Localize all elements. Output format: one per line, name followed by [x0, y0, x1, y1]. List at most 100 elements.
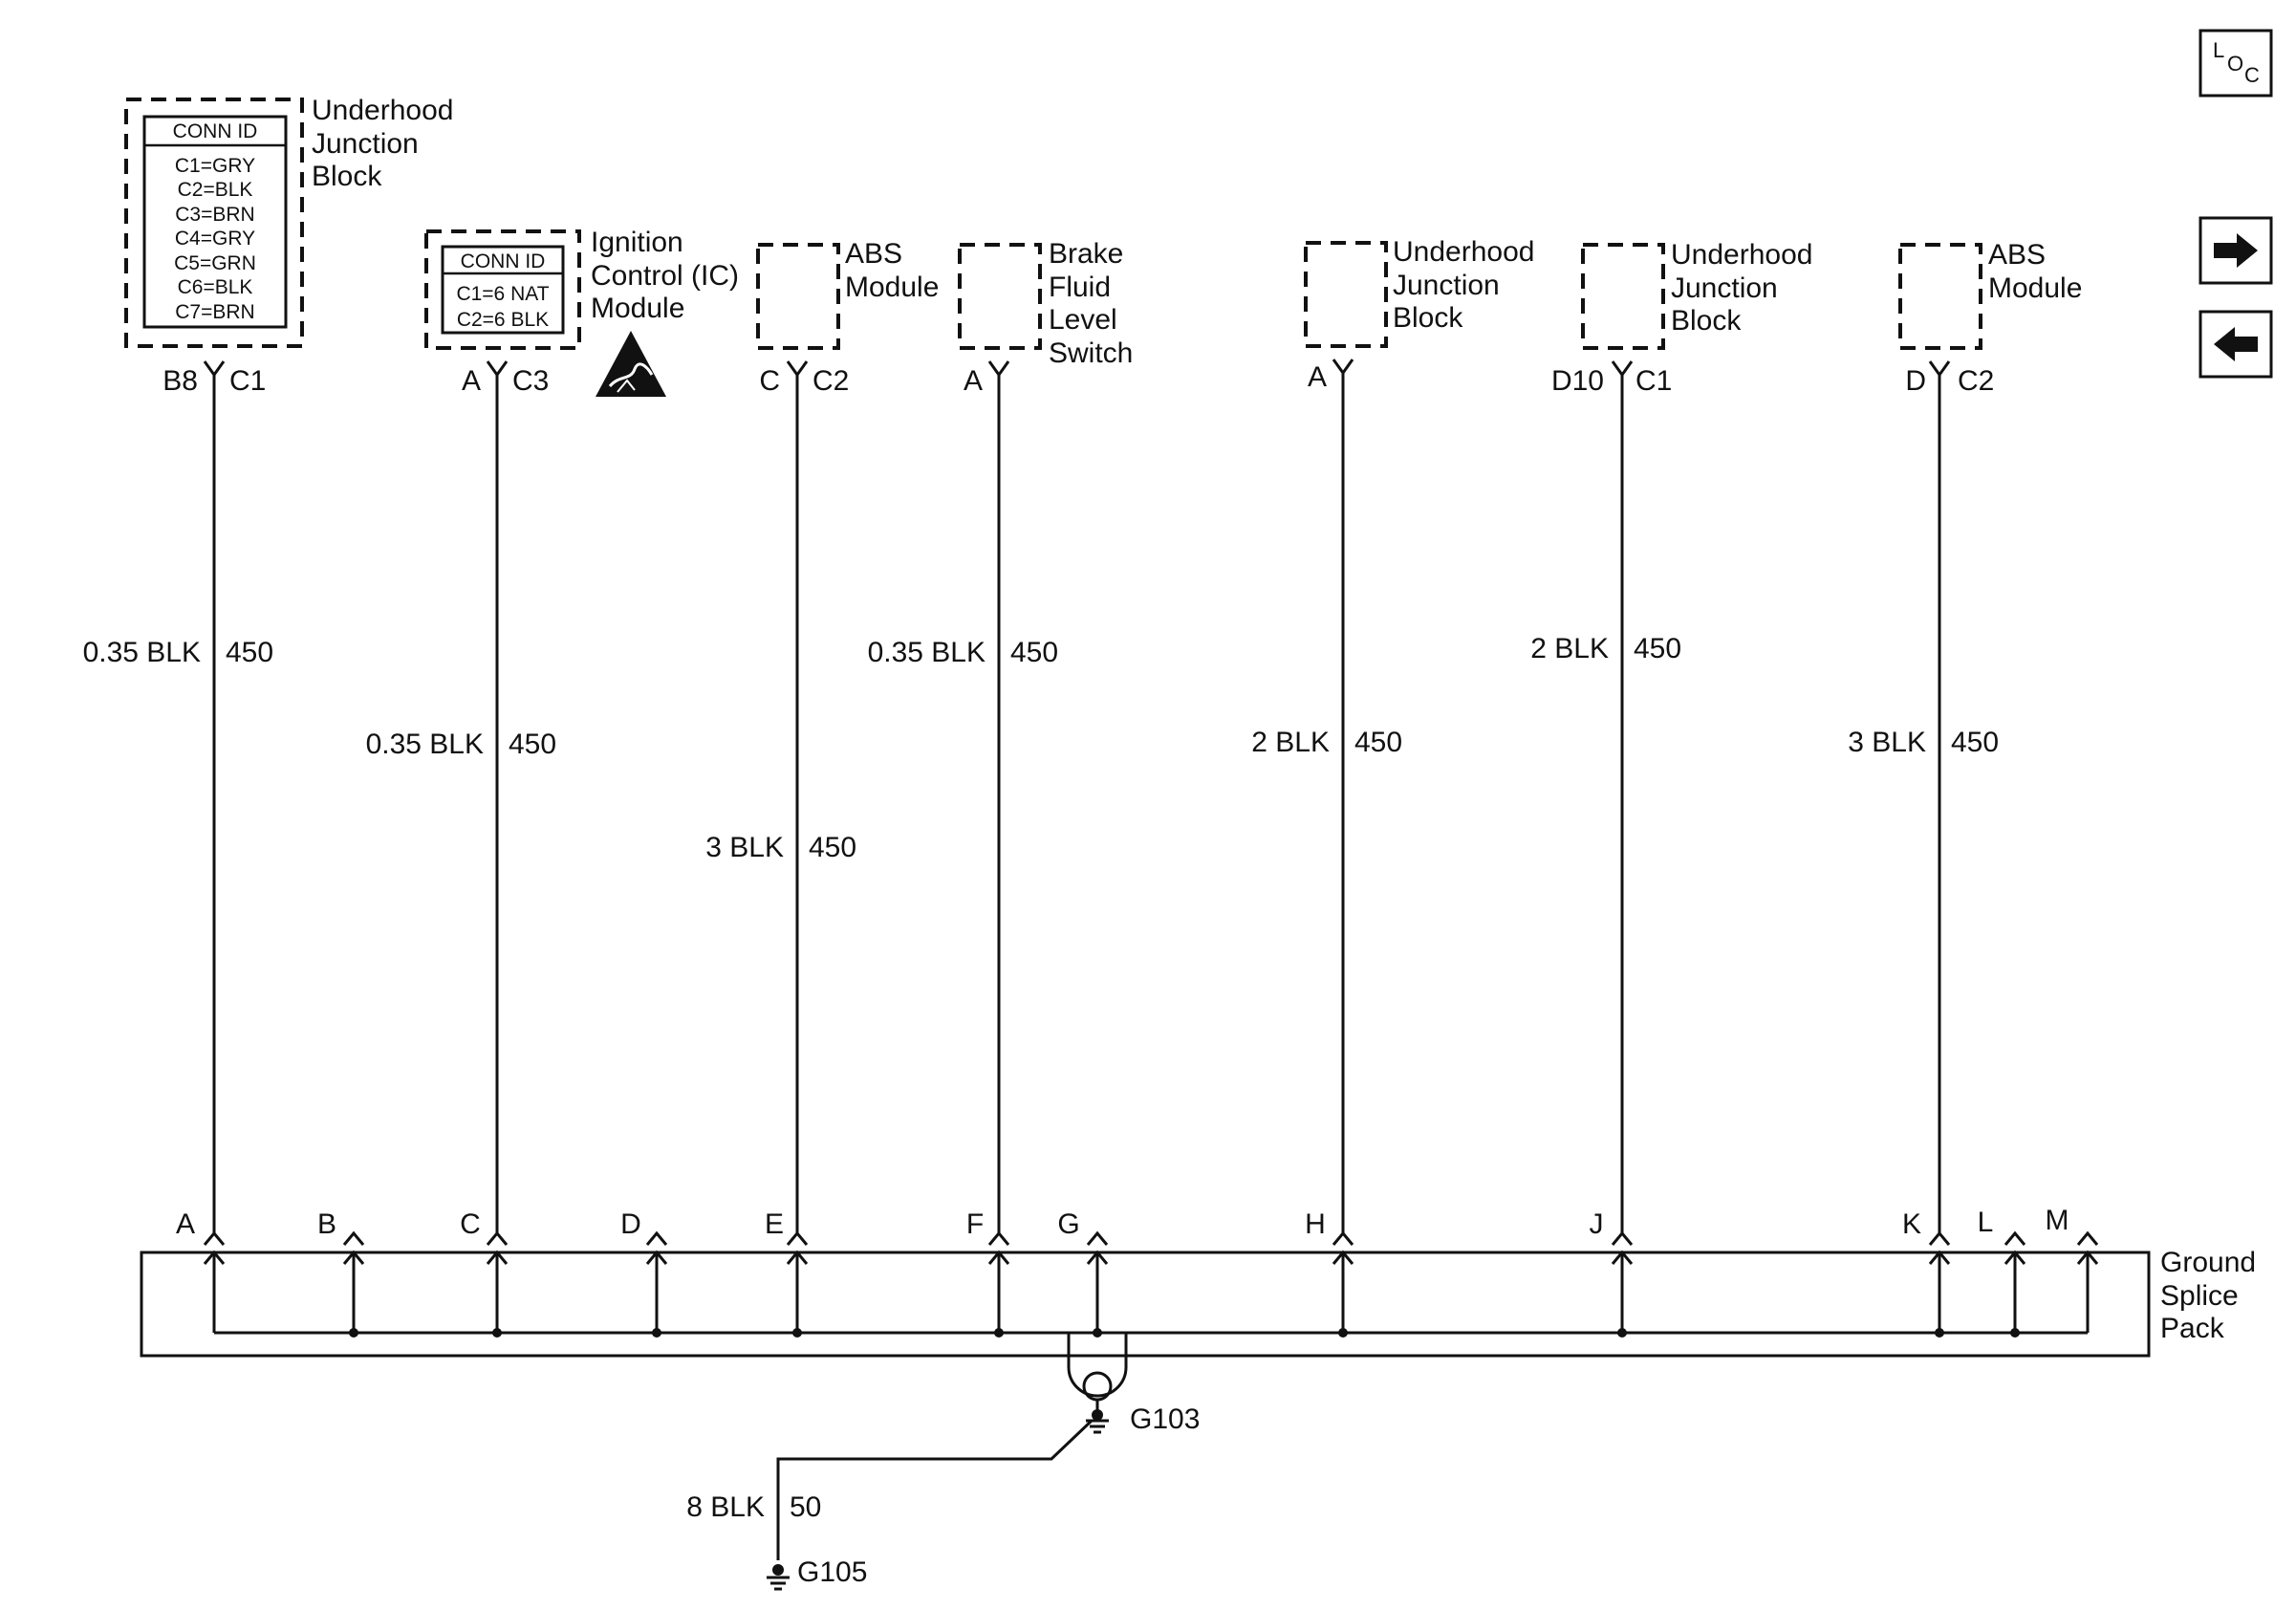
component-underhood-junction-block-1: CONN ID C1=GRY C2=BLK C3=BRN C4=GRY C5=G…	[124, 95, 453, 397]
pin-label: D10	[1551, 365, 1604, 397]
wire-gauge-label: 0.35 BLK	[83, 637, 201, 668]
component-label: Switch	[1049, 337, 1133, 369]
connector-label: C1	[229, 365, 266, 397]
splice-pin-label: B	[317, 1208, 336, 1240]
splice-pin-label: K	[1902, 1208, 1921, 1240]
conn-id-row: C2=BLK	[178, 179, 253, 201]
arrow-left-icon[interactable]	[2199, 310, 2273, 379]
ground-g105: G105	[767, 1556, 867, 1591]
circuit-number-label: 450	[1010, 637, 1058, 668]
svg-text:C: C	[2244, 63, 2260, 87]
component-label: ABS	[1988, 239, 2046, 271]
component-label: Junction	[312, 128, 419, 160]
component-label: Fluid	[1049, 272, 1111, 303]
splice-pin-label: C	[460, 1208, 481, 1240]
wire-abs1-to-splice-e: 3 BLK 450	[705, 360, 856, 1235]
ground-symbol-icon	[767, 1576, 790, 1591]
conn-id-title: CONN ID	[461, 250, 546, 272]
splice-pack-label: Ground	[2160, 1247, 2256, 1278]
wire-gauge-label: 3 BLK	[705, 832, 784, 863]
wire-ujb3-to-splice-j: 2 BLK 450	[1530, 360, 1681, 1235]
circuit-number-label: 450	[1354, 727, 1402, 758]
splice-pin-label: M	[2046, 1205, 2069, 1236]
component-brake-fluid-level-switch: Brake Fluid Level Switch A	[958, 238, 1133, 397]
conn-id-row: C6=BLK	[178, 276, 253, 298]
connector-label: C2	[812, 365, 849, 397]
component-label: Junction	[1393, 270, 1500, 301]
wire-bfls-to-splice-f: 0.35 BLK 450	[868, 360, 1058, 1235]
wire-gauge-label: 8 BLK	[686, 1491, 765, 1523]
conn-id-row: C2=6 BLK	[457, 309, 549, 331]
splice-pin-label: E	[765, 1208, 784, 1240]
ground-g103: G103	[1067, 1333, 1200, 1435]
ground-label: G103	[1130, 1403, 1200, 1435]
splice-pack-label: Splice	[2160, 1280, 2239, 1312]
circuit-number-label: 450	[1951, 727, 1999, 758]
conn-id-row: C4=GRY	[175, 228, 255, 250]
component-label: Block	[312, 161, 382, 192]
circuit-number-label: 450	[226, 637, 273, 668]
conn-id-row: C3=BRN	[175, 204, 254, 226]
esd-warning-icon	[596, 331, 666, 397]
component-label: Module	[845, 272, 939, 303]
conn-id-row: C7=BRN	[175, 301, 254, 323]
connector-label: C1	[1635, 365, 1672, 397]
splice-pin-label: D	[620, 1208, 641, 1240]
wire-gauge-label: 0.35 BLK	[366, 729, 484, 760]
splice-pack-label: Pack	[2160, 1313, 2225, 1344]
splice-pin-label: F	[966, 1208, 984, 1240]
component-label: ABS	[845, 238, 902, 270]
component-label: Junction	[1671, 272, 1778, 304]
wire-ujb2-to-splice-h: 2 BLK 450	[1251, 359, 1402, 1235]
ground-splice-pack: Ground Splice Pack A B C D E F G	[140, 1205, 2256, 1358]
wire-gauge-label: 2 BLK	[1251, 727, 1330, 758]
pin-label: D	[1905, 365, 1926, 397]
circuit-number-label: 450	[1634, 633, 1681, 664]
locator-icon[interactable]: L O C	[2199, 29, 2273, 98]
component-label: Level	[1049, 304, 1117, 336]
component-label: Ignition	[591, 227, 683, 258]
splice-pin-label: G	[1057, 1208, 1079, 1240]
splice-pin-label: L	[1978, 1207, 1994, 1238]
circuit-number-label: 50	[790, 1491, 821, 1523]
wire-gauge-label: 2 BLK	[1530, 633, 1609, 664]
wire-abs2-to-splice-k: 3 BLK 450	[1848, 360, 1999, 1235]
conn-id-row: C1=GRY	[175, 155, 255, 177]
component-label: Module	[591, 293, 684, 324]
pin-label: A	[964, 365, 983, 397]
component-ignition-control-module: CONN ID C1=6 NAT C2=6 BLK Ignition Contr…	[424, 227, 739, 397]
ground-wire-to-g105: 8 BLK 50	[686, 1419, 1094, 1560]
pin-label: C	[759, 365, 780, 397]
component-label: Brake	[1049, 238, 1123, 270]
svg-text:O: O	[2227, 52, 2243, 76]
wire-gauge-label: 3 BLK	[1848, 727, 1926, 758]
component-label: Control (IC)	[591, 260, 739, 292]
component-label: Module	[1988, 272, 2082, 304]
circuit-number-label: 450	[509, 729, 556, 760]
component-label: Underhood	[312, 95, 453, 126]
splice-pin-label: J	[1590, 1208, 1604, 1240]
wire-ujb1-to-splice-a: 0.35 BLK 450	[83, 360, 273, 1235]
pin-label: B8	[162, 365, 198, 397]
wire-gauge-label: 0.35 BLK	[868, 637, 986, 668]
arrow-right-icon[interactable]	[2199, 216, 2273, 285]
component-label: Block	[1671, 305, 1742, 337]
component-underhood-junction-block-3: Underhood Junction Block D10 C1	[1551, 239, 1813, 397]
circuit-number-label: 450	[809, 832, 856, 863]
conn-id-title: CONN ID	[173, 120, 258, 142]
ground-label: G105	[797, 1556, 867, 1588]
connector-label: C3	[512, 365, 549, 397]
connector-label: C2	[1958, 365, 1994, 397]
pin-label: A	[1308, 361, 1327, 393]
component-abs-module-1: ABS Module C C2	[756, 238, 939, 397]
wire-icm-to-splice-c: 0.35 BLK 450	[366, 360, 556, 1235]
component-underhood-junction-block-2: Underhood Junction Block A	[1304, 236, 1534, 393]
pin-label: A	[462, 365, 481, 397]
component-label: Underhood	[1393, 236, 1534, 268]
component-label: Underhood	[1671, 239, 1812, 271]
conn-id-row: C5=GRN	[174, 252, 256, 274]
splice-pin-label: A	[176, 1208, 195, 1240]
splice-pin-label: H	[1305, 1208, 1326, 1240]
conn-id-row: C1=6 NAT	[456, 283, 549, 305]
